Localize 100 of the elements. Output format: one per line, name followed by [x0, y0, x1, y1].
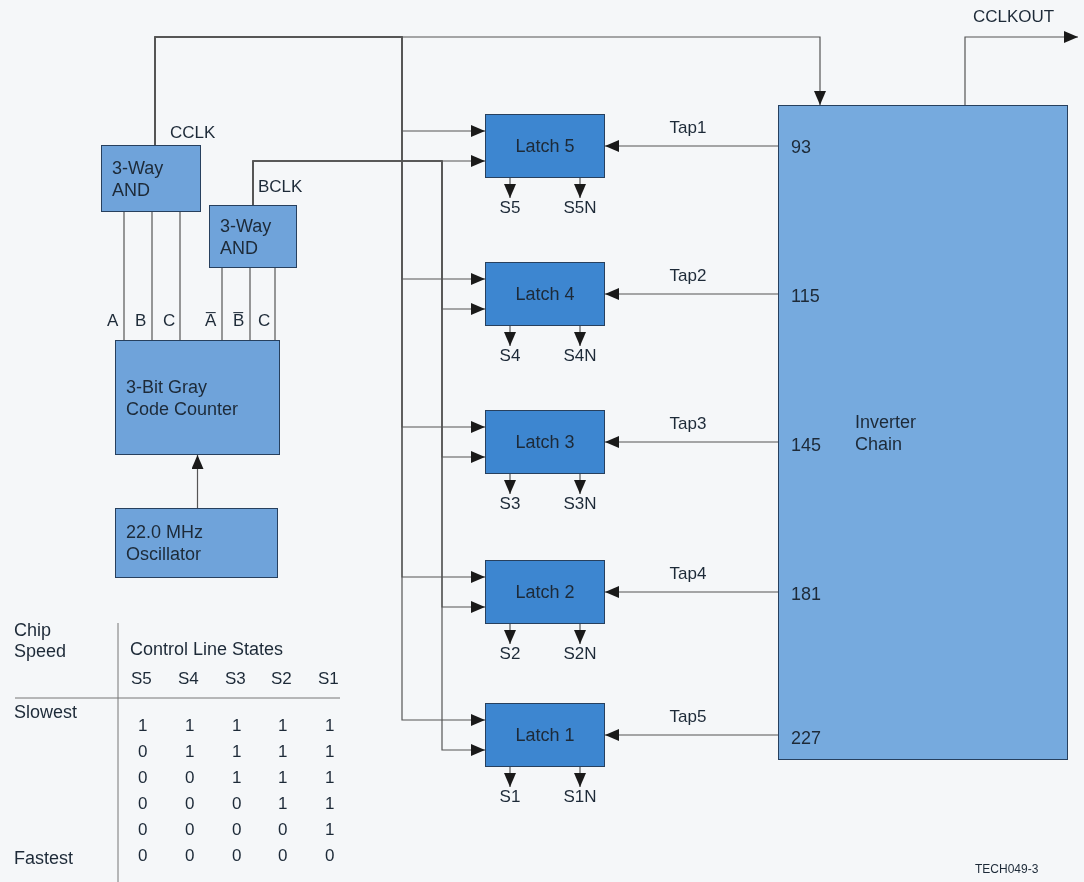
wire: [179, 211, 181, 341]
block-box: [209, 205, 297, 268]
signal-label: S2N: [558, 644, 602, 666]
row-header: Fastest: [14, 848, 74, 869]
arrow: [604, 729, 779, 741]
column-header: S3: [225, 669, 246, 689]
block-box: [485, 410, 605, 474]
arrow: [504, 325, 516, 347]
block-label: Latch 3: [515, 431, 575, 453]
signal-label: S2: [488, 644, 532, 666]
arrow: [574, 623, 586, 645]
block-label: 3-Bit Gray Code Counter: [126, 375, 240, 420]
block-label: 3-Way AND: [112, 156, 165, 201]
block-label: Latch 1: [515, 724, 575, 746]
table-cell: 0: [232, 846, 242, 866]
block-title: Inverter Chain: [855, 411, 918, 455]
wire: [249, 267, 251, 341]
column-header: S4: [178, 669, 199, 689]
arrow: [504, 473, 516, 495]
signal-label: BCLK: [258, 177, 303, 197]
edge-label: C: [163, 311, 176, 331]
block-box: [485, 262, 605, 326]
edge-label: Tap3: [669, 414, 707, 434]
edge-label: Tap2: [669, 266, 707, 286]
table-cell: 0: [185, 846, 195, 866]
block-box: [485, 560, 605, 624]
table-cell: 1: [138, 716, 148, 736]
tap-number: 145: [791, 434, 822, 456]
row-header: Slowest: [14, 702, 78, 723]
block-box: [485, 703, 605, 767]
arrow: [252, 160, 486, 756]
table-cell: 0: [185, 794, 195, 814]
wire: [123, 211, 125, 341]
edge-label: C: [258, 311, 271, 331]
table-cell: 1: [325, 820, 335, 840]
table-cell: 1: [325, 742, 335, 762]
arrow: [604, 586, 779, 598]
table-cell: 0: [138, 794, 148, 814]
tap-number: 227: [791, 727, 822, 749]
table-cell: 1: [278, 716, 288, 736]
edge-label: A̅: [205, 311, 217, 331]
table-cell: 0: [138, 820, 148, 840]
table-cell: 0: [278, 820, 288, 840]
block-label: Latch 2: [515, 581, 575, 603]
block-label: Latch 4: [515, 283, 575, 305]
column-header: S1: [318, 669, 339, 689]
table-cell: 0: [185, 820, 195, 840]
arrow: [964, 31, 1079, 106]
wire: [151, 211, 153, 341]
arrow: [574, 766, 586, 788]
tap-number: 115: [791, 285, 820, 307]
edge-label: Tap1: [669, 118, 707, 138]
arrow: [504, 766, 516, 788]
table-cell: 0: [138, 768, 148, 788]
table-cell: 1: [325, 768, 335, 788]
table-cell: 1: [278, 742, 288, 762]
edge-label: B̅: [233, 311, 245, 331]
table-cell: 0: [325, 846, 335, 866]
arrow: [604, 140, 779, 152]
table-cell: 1: [185, 716, 195, 736]
column-header: S5: [131, 669, 152, 689]
arrow: [154, 36, 486, 726]
edge-label: Tap5: [669, 707, 707, 727]
signal-label: S4: [488, 346, 532, 368]
table-cell: 0: [232, 820, 242, 840]
signal-label: S1N: [558, 787, 602, 809]
block-box: [115, 508, 278, 578]
block-label: Latch 5: [515, 135, 575, 157]
wire: [274, 267, 276, 341]
table-cell: 1: [232, 768, 242, 788]
table-cell: 1: [278, 794, 288, 814]
block-label: 22.0 MHz Oscillator: [126, 521, 205, 565]
signal-label: CCLK: [170, 123, 216, 143]
signal-label: S1: [488, 787, 532, 809]
signal-label: S4N: [558, 346, 602, 368]
table-cell: 1: [185, 742, 195, 762]
block-box: [778, 105, 1068, 760]
table-cell: 0: [138, 846, 148, 866]
signal-label: S3N: [558, 494, 602, 516]
table-cell: 1: [325, 794, 335, 814]
table-cell: 1: [325, 716, 335, 736]
wire: [221, 267, 223, 341]
block-box: [115, 340, 280, 455]
arrow: [604, 288, 779, 300]
tap-number: 181: [791, 583, 822, 605]
table-cell: 1: [232, 716, 242, 736]
table-cell: 0: [185, 768, 195, 788]
table-cell: 1: [232, 742, 242, 762]
table-cell: 0: [232, 794, 242, 814]
column-header: S2: [271, 669, 292, 689]
signal-label: S5: [488, 198, 532, 220]
figure-id: TECH049-3: [975, 862, 1039, 876]
arrow: [574, 325, 586, 347]
edge-label: A: [107, 311, 119, 331]
table-cell: 1: [278, 768, 288, 788]
arrow: [504, 177, 516, 199]
edge-label: B: [135, 311, 147, 331]
signal-label: S3: [488, 494, 532, 516]
row-header: Chip Speed: [14, 620, 68, 662]
block-label: 3-Way AND: [220, 214, 273, 259]
